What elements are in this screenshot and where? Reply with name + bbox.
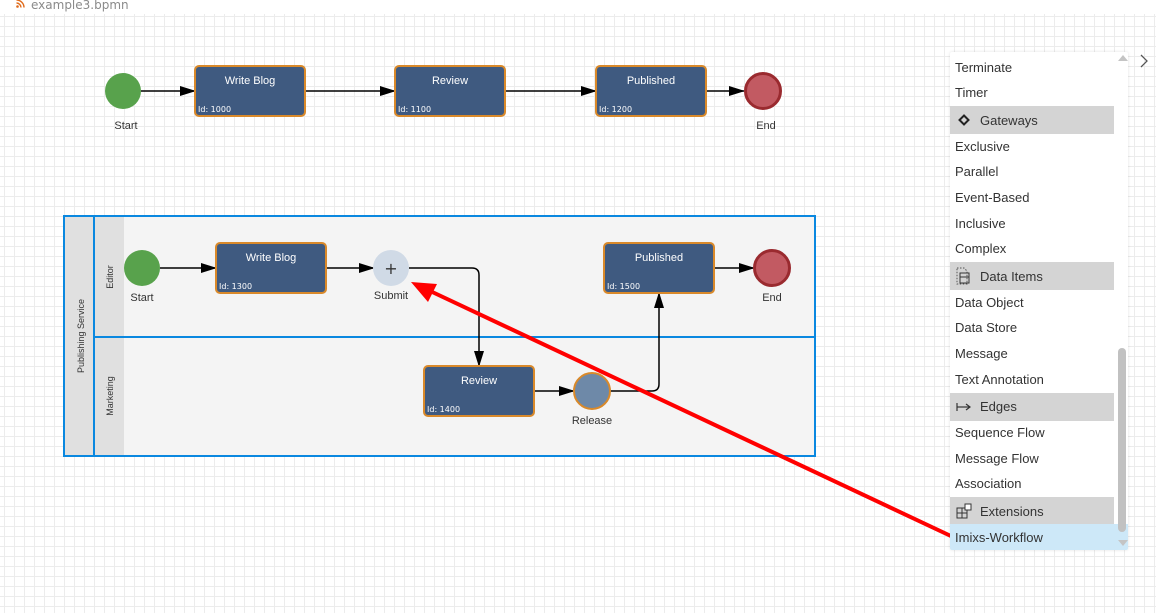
palette-item-data-store[interactable]: Data Store <box>950 315 1114 341</box>
start-event-label: Start <box>114 120 137 132</box>
task-label: Review <box>432 75 468 87</box>
collapse-palette-button[interactable] <box>1136 52 1152 70</box>
palette-group-label: Data Items <box>980 268 1043 284</box>
annotation-arrow <box>411 282 954 539</box>
task-review[interactable]: Review Id: 1100 <box>394 65 506 117</box>
palette-group-gateways[interactable]: Gateways <box>950 106 1114 135</box>
palette-item-label: Data Object <box>955 294 1024 310</box>
palette-item-label: Imixs-Workflow <box>955 529 1043 545</box>
palette-item-label: Sequence Flow <box>955 425 1045 441</box>
data-object-icon <box>956 267 972 285</box>
palette-scrollbar[interactable] <box>1116 52 1128 550</box>
plus-icon: + <box>384 259 397 278</box>
palette-item-association[interactable]: Association <box>950 471 1114 497</box>
palette-item-text-annotation[interactable]: Text Annotation <box>950 366 1114 392</box>
palette-item-label: Message <box>955 345 1008 361</box>
rss-icon <box>16 0 25 11</box>
task-label: Write Blog <box>225 75 276 87</box>
start-event[interactable]: Start <box>105 73 141 132</box>
palette-item-label: Event-Based <box>955 189 1030 205</box>
sequence-flow[interactable] <box>610 292 664 392</box>
palette-item-label: Text Annotation <box>955 371 1044 387</box>
event-label: Release <box>572 415 612 427</box>
scroll-thumb[interactable] <box>1118 348 1126 532</box>
palette-item-complex[interactable]: Complex <box>950 236 1114 262</box>
palette-item-event-based[interactable]: Event-Based <box>950 184 1114 210</box>
palette-item-label: Association <box>955 476 1022 492</box>
pool-task-published[interactable]: Published Id: 1500 <box>603 242 715 294</box>
palette-item-label: Parallel <box>955 164 999 180</box>
palette-group-extensions[interactable]: Extensions <box>950 497 1114 526</box>
palette-item-sequence-flow[interactable]: Sequence Flow <box>950 420 1114 446</box>
process-1: Start Write Blog Id: 1000 Review Id: 110… <box>105 65 782 133</box>
scroll-down-icon[interactable] <box>1118 540 1128 546</box>
palette-item-label: Data Store <box>955 320 1018 336</box>
palette-group-label: Gateways <box>980 112 1038 128</box>
palette-item-data-object[interactable]: Data Object <box>950 289 1114 315</box>
end-event-label: End <box>762 292 782 304</box>
file-tab[interactable]: example3.bpmn <box>16 0 129 14</box>
palette-item-label: Complex <box>955 241 1007 257</box>
editor-tab-bar: example3.bpmn <box>0 0 1156 14</box>
palette-group-edges[interactable]: Edges <box>950 392 1114 421</box>
pool-label: Publishing Service <box>76 299 86 373</box>
gateway-submit[interactable]: + Submit <box>373 250 409 302</box>
palette-item-label: Message Flow <box>955 450 1039 466</box>
task-label: Review <box>461 375 497 387</box>
task-write-blog[interactable]: Write Blog Id: 1000 <box>194 65 306 117</box>
task-id: Id: 1300 <box>219 282 252 291</box>
palette-item-parallel[interactable]: Parallel <box>950 159 1114 185</box>
palette-item-message[interactable]: Message <box>950 340 1114 366</box>
pool-start-event[interactable]: Start <box>124 250 160 304</box>
lane-label-editor: Editor <box>105 265 115 289</box>
task-id: Id: 1500 <box>607 282 640 291</box>
end-event-label: End <box>756 120 776 132</box>
task-id: Id: 1100 <box>398 105 431 114</box>
task-label: Write Blog <box>246 252 297 264</box>
palette-group-label: Edges <box>980 399 1017 415</box>
palette-item-label: Timer <box>955 85 988 101</box>
lane-label-marketing: Marketing <box>105 376 115 416</box>
task-label: Published <box>627 75 675 87</box>
pool-flows <box>160 263 755 396</box>
palette-item-label: Exclusive <box>955 138 1010 154</box>
sequence-flow[interactable] <box>409 267 484 367</box>
palette-group-label: Extensions <box>980 503 1044 519</box>
palette-item-message-flow[interactable]: Message Flow <box>950 445 1114 471</box>
extensions-icon <box>956 503 972 519</box>
task-id: Id: 1200 <box>599 105 632 114</box>
gateway-label: Submit <box>374 290 408 302</box>
palette-item-exclusive[interactable]: Exclusive <box>950 133 1114 159</box>
pool-end-event[interactable]: End <box>753 249 791 305</box>
start-event-label: Start <box>130 292 153 304</box>
event-release[interactable]: Release <box>572 372 612 427</box>
palette-item-imixs-workflow[interactable]: Imixs-Workflow <box>950 524 1128 550</box>
palette-group-data-items[interactable]: Data Items <box>950 262 1114 291</box>
chevron-right-icon <box>1140 54 1148 68</box>
palette-item-timer[interactable]: Timer <box>950 80 1114 106</box>
palette-item-label: Inclusive <box>955 215 1006 231</box>
edge-arrow-icon <box>956 402 972 412</box>
task-published[interactable]: Published Id: 1200 <box>595 65 707 117</box>
pool-task-write-blog[interactable]: Write Blog Id: 1300 <box>215 242 327 294</box>
task-id: Id: 1000 <box>198 105 231 114</box>
end-event[interactable]: End <box>744 72 782 133</box>
file-tab-title: example3.bpmn <box>31 0 129 12</box>
task-label: Published <box>635 252 683 264</box>
palette-item-label: Terminate <box>955 59 1013 75</box>
palette-item-terminate[interactable]: Terminate <box>950 54 1114 80</box>
diamond-icon <box>956 114 972 127</box>
task-id: Id: 1400 <box>427 405 460 414</box>
pool-task-review[interactable]: Review Id: 1400 <box>423 365 535 417</box>
palette-item-inclusive[interactable]: Inclusive <box>950 210 1114 236</box>
scroll-up-icon[interactable] <box>1118 55 1128 61</box>
